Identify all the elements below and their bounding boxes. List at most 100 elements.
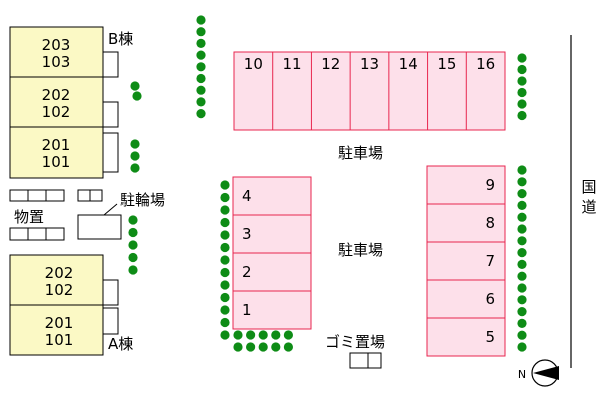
tree-icon — [220, 217, 230, 228]
parking-label-middle: 駐車場 — [338, 241, 383, 259]
parking-space-number: 3 — [242, 225, 252, 243]
parking-space-number: 8 — [485, 214, 495, 232]
tree-icon — [196, 85, 206, 95]
tree-icon — [517, 318, 527, 328]
tree-icon — [517, 64, 527, 75]
parking-space-number: 9 — [485, 176, 495, 194]
building-a: 202 102 201 101 A棟 — [9, 254, 133, 356]
building-a-unit-1 — [9, 304, 104, 356]
tree-icon — [220, 267, 230, 278]
tree-icon — [196, 27, 206, 37]
tree-icon — [220, 280, 230, 290]
tree-icon — [130, 151, 140, 161]
tree-icon — [130, 163, 140, 173]
tree-rows — [128, 15, 527, 352]
building-b-unit-1 — [9, 126, 104, 179]
unit-number: 202 — [42, 86, 71, 104]
tree-icon — [128, 227, 138, 238]
parking-right-column: 9 8 7 6 5 — [426, 165, 506, 357]
tree-icon — [233, 342, 243, 352]
unit-number: 201 — [42, 136, 71, 154]
unit-number: 203 — [42, 36, 71, 54]
tree-icon — [196, 15, 206, 25]
tree-icon — [220, 255, 230, 265]
parking-space-number: 16 — [476, 55, 495, 73]
tree-icon — [196, 97, 206, 107]
tree-icon — [128, 240, 138, 250]
unit-number: 202 — [45, 264, 74, 282]
parking-space-number: 6 — [485, 290, 495, 308]
tree-icon — [271, 330, 281, 340]
parking-space-number: 14 — [399, 55, 418, 73]
parking-space-number: 12 — [321, 55, 340, 73]
tree-icon — [517, 307, 527, 317]
compass-north-label: N — [518, 368, 526, 381]
parking-label-top: 駐車場 — [338, 144, 383, 162]
tree-icon — [196, 73, 206, 84]
building-a-unit-2 — [9, 254, 104, 306]
tree-icon — [220, 317, 230, 328]
tree-icon — [220, 305, 230, 315]
tree-icon — [517, 236, 527, 246]
tree-icon — [196, 50, 206, 60]
storage-area: 物置 — [9, 189, 103, 241]
garbage-area: ゴミ置場 — [325, 333, 385, 369]
bicycle-parking-area — [77, 214, 122, 240]
tree-icon — [220, 205, 230, 215]
tree-icon — [283, 342, 293, 352]
tree-icon — [517, 330, 527, 340]
parking-space-number: 10 — [244, 55, 263, 73]
tree-icon — [517, 53, 527, 63]
tree-icon — [517, 271, 527, 281]
building-b-label: B棟 — [108, 30, 133, 48]
unit-number: 201 — [45, 314, 74, 332]
tree-icon — [271, 342, 281, 352]
national-road-label-char-1: 国 — [581, 178, 596, 196]
compass-icon: N — [518, 359, 559, 387]
tree-icon — [220, 330, 230, 340]
tree-icon — [517, 87, 527, 98]
tree-icon — [220, 292, 230, 303]
parking-space-number: 11 — [283, 55, 302, 73]
tree-icon — [517, 189, 527, 199]
storage-label: 物置 — [14, 208, 44, 226]
tree-icon — [196, 38, 206, 49]
tree-icon — [196, 109, 206, 119]
building-b-balcony-outline — [103, 51, 119, 173]
parking-space-number: 5 — [485, 328, 495, 346]
unit-number: 102 — [45, 281, 74, 299]
tree-icon — [517, 165, 527, 175]
tree-icon — [132, 91, 142, 101]
parking-space-number: 4 — [242, 187, 252, 205]
parking-space-number: 13 — [360, 55, 379, 73]
tree-icon — [517, 99, 527, 109]
tree-icon — [128, 252, 138, 263]
tree-icon — [517, 212, 527, 222]
tree-icon — [517, 259, 527, 269]
unit-number: 102 — [42, 103, 71, 121]
tree-icon — [517, 110, 527, 121]
national-road: 国 道 — [570, 35, 597, 368]
bicycle-parking: 駐輪場 — [77, 191, 165, 240]
unit-number: 103 — [42, 53, 71, 71]
tree-icon — [258, 342, 268, 352]
tree-icon — [283, 330, 293, 340]
storage-shed — [9, 227, 65, 241]
tree-icon — [130, 139, 140, 149]
tree-icon — [233, 330, 243, 340]
tree-icon — [128, 215, 138, 225]
unit-number: 101 — [42, 153, 71, 171]
tree-icon — [246, 330, 256, 340]
tree-icon — [258, 330, 268, 340]
tree-icon — [246, 342, 256, 352]
parking-space-number: 7 — [485, 252, 495, 270]
tree-icon — [130, 81, 140, 91]
bicycle-parking-label: 駐輪場 — [120, 191, 165, 209]
building-b: 203 103 202 102 201 101 B棟 — [9, 26, 133, 179]
building-a-label: A棟 — [108, 335, 133, 353]
tree-icon — [517, 224, 527, 234]
tree-icon — [196, 62, 206, 72]
